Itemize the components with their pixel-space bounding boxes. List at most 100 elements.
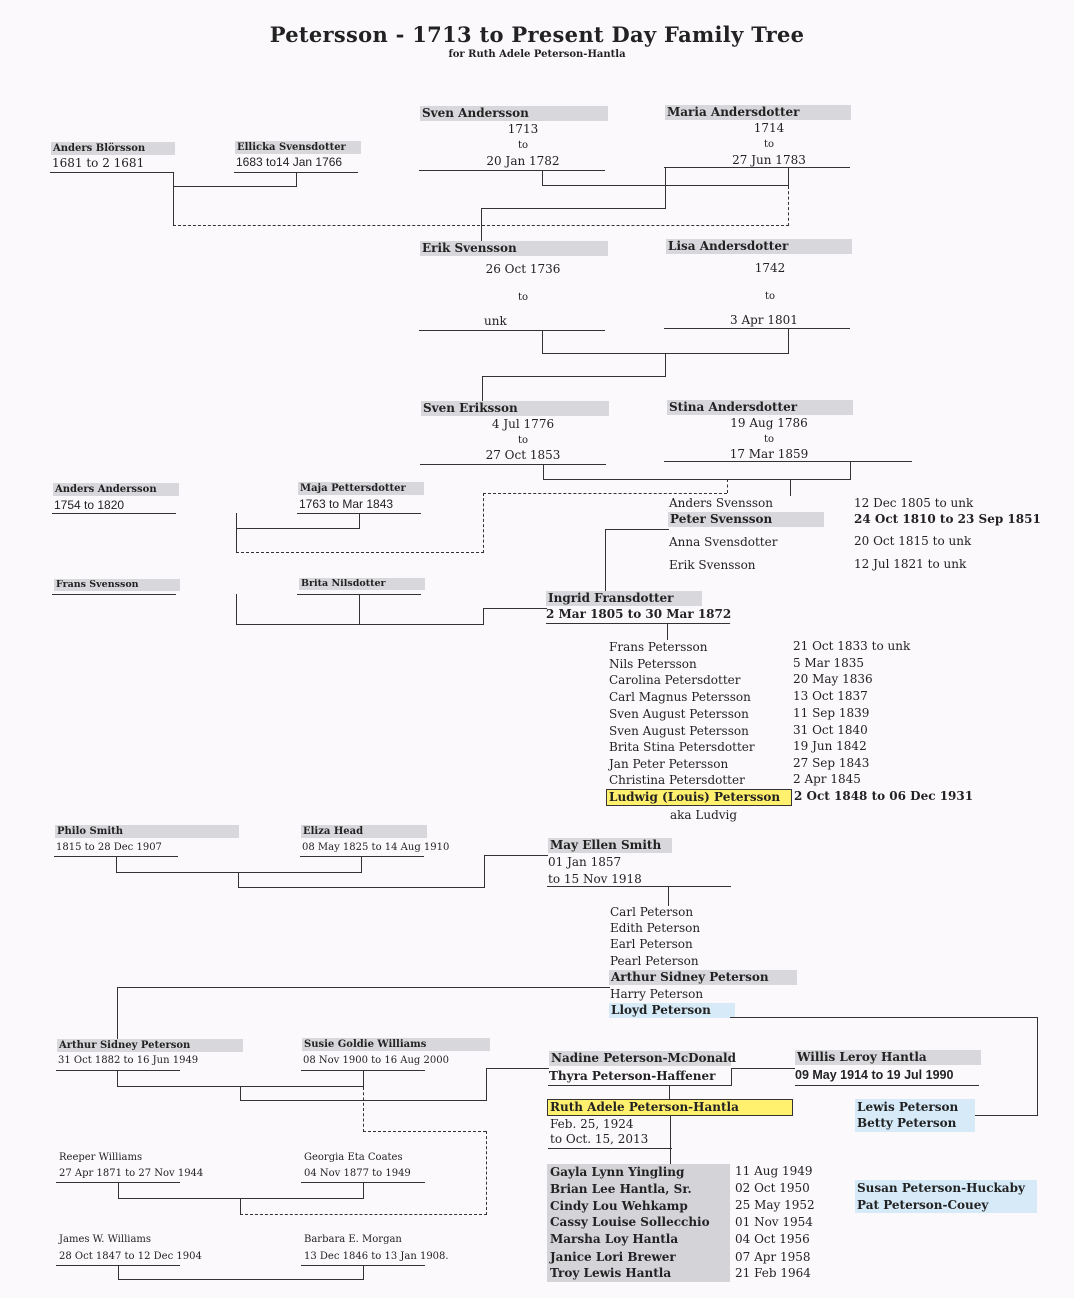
person-susie-name: Susie Goldie Williams: [302, 1038, 490, 1051]
connector-line: [240, 1198, 242, 1215]
person-philo-name: Philo Smith: [55, 825, 239, 838]
child-name: Christina Petersdotter: [609, 773, 745, 787]
child-name: Gayla Lynn Yingling: [550, 1165, 685, 1179]
person-anders-blorsson-name: Anders Blörsson: [51, 142, 175, 155]
connector-line: [361, 856, 363, 873]
child-name: Brita Stina Petersdotter: [609, 740, 755, 754]
child-name: Sven August Petersson: [609, 724, 749, 738]
connector-line: [788, 328, 790, 354]
child-name-highlighted: Arthur Sidney Peterson: [609, 970, 797, 985]
child-dates: 21 Feb 1964: [735, 1266, 811, 1280]
connector-line: [548, 1148, 672, 1150]
child-dates: 19 Jun 1842: [793, 739, 867, 753]
child-dates: 01 Nov 1954: [735, 1215, 813, 1229]
connector-line: [481, 208, 666, 210]
child-name: Carl Magnus Petersson: [609, 690, 751, 704]
connector-line: [731, 1068, 795, 1070]
child-dates: 21 Oct 1833 to unk: [793, 639, 911, 653]
person-eliza-name: Eliza Head: [301, 825, 427, 838]
child-name: Carolina Petersdotter: [609, 673, 741, 687]
child-name: Edith Peterson: [610, 921, 701, 935]
connector-line: [50, 172, 174, 174]
connector-line: [664, 461, 912, 463]
connector-line: [542, 170, 544, 186]
person-sven-andersson-died: 20 Jan 1782: [486, 154, 560, 168]
person-frans-svensson-name: Frans Svensson: [54, 579, 180, 591]
connector-line: [788, 167, 790, 186]
child-name: Erik Svensson: [669, 558, 756, 572]
highlight-block: [855, 1099, 975, 1132]
person-may-ellen-name: May Ellen Smith: [548, 838, 672, 853]
connector-line: [484, 855, 486, 888]
child-dates: 5 Mar 1835: [793, 656, 864, 670]
person-maria-born: 1714: [753, 121, 785, 135]
person-stina-born: 19 Aug 1786: [730, 416, 808, 430]
person-ingrid-name: Ingrid Fransdotter: [546, 591, 702, 606]
connector-line: [118, 1279, 364, 1281]
page-subtitle: for Ruth Adele Peterson-Hantla: [448, 49, 626, 60]
person-lisa-to: to: [764, 291, 776, 302]
child-name: Janice Lori Brewer: [550, 1250, 676, 1264]
connector-line: [975, 1115, 1038, 1117]
person-georgia-name: Georgia Eta Coates: [304, 1152, 403, 1163]
person-eliza-dates: 08 May 1825 to 14 Aug 1910: [302, 842, 450, 853]
connector-line: [363, 1265, 365, 1280]
connector-line: [795, 1085, 979, 1087]
connector-line: [605, 529, 607, 593]
dashed-connector: [483, 493, 484, 553]
person-may-ellen-died: to 15 Nov 1918: [548, 872, 642, 886]
person-sven-andersson-to: to: [517, 140, 529, 151]
person-maria-died: 27 Jun 1783: [732, 153, 806, 167]
person-maja-dates: 1763 to Mar 1843: [299, 497, 394, 511]
person-erik-svensson-name: Erik Svensson: [420, 241, 608, 256]
person-lisa-born: 1742: [754, 261, 786, 275]
connector-line: [481, 208, 483, 242]
child-dates: 11 Aug 1949: [735, 1164, 813, 1178]
grandchild-susan: Susan Peterson-Huckaby: [857, 1181, 1025, 1195]
connector-line: [359, 513, 361, 529]
connector-line: [117, 987, 119, 1039]
person-willis-name: Willis Leroy Hantla: [795, 1050, 981, 1065]
dashed-connector: [363, 1087, 364, 1132]
connector-line: [118, 1182, 120, 1199]
person-ruth-name: Ruth Adele Peterson-Hantla: [547, 1099, 793, 1116]
child-name: Cindy Lou Wehkamp: [550, 1199, 688, 1213]
child-name-lloyd: Lloyd Peterson: [609, 1003, 735, 1018]
person-may-ellen-born: 01 Jan 1857: [548, 855, 622, 869]
dashed-connector: [727, 479, 728, 493]
child-name: Pearl Peterson: [610, 954, 699, 968]
connector-line: [52, 594, 176, 596]
child-dates: 12 Jul 1821 to unk: [854, 557, 967, 571]
connector-line: [543, 464, 545, 480]
connector-line: [605, 529, 669, 531]
connector-line: [664, 328, 850, 330]
person-sven-eriksson-born: 4 Jul 1776: [491, 417, 555, 431]
person-ruth-born: Feb. 25, 1924: [550, 1117, 634, 1131]
child-dates: 31 Oct 1840: [793, 723, 868, 737]
person-erik-svensson-died: unk: [484, 314, 507, 328]
connector-line: [236, 528, 360, 530]
grandchild-pat: Pat Peterson-Couey: [857, 1198, 989, 1212]
connector-line: [236, 513, 238, 553]
connector-line: [730, 1017, 1038, 1019]
connector-line: [173, 172, 175, 226]
person-james-name: James W. Williams: [59, 1234, 152, 1245]
person-stina-name: Stina Andersdotter: [667, 400, 853, 415]
connector-line: [542, 185, 788, 187]
person-maja-name: Maja Pettersdotter: [298, 482, 424, 495]
connector-line: [482, 376, 484, 401]
connector-line: [486, 1068, 549, 1070]
connector-line: [420, 464, 606, 466]
child-name: Nils Petersson: [609, 657, 697, 671]
child-name: Frans Petersson: [609, 640, 708, 654]
person-sven-eriksson-name: Sven Eriksson: [421, 401, 609, 416]
child-dates: 02 Oct 1950: [735, 1181, 810, 1195]
child-name: Troy Lewis Hantla: [550, 1266, 672, 1280]
connector-line: [790, 479, 792, 496]
connector-line: [667, 623, 669, 640]
connector-line: [484, 855, 548, 857]
child-lewis: Lewis Peterson: [857, 1100, 959, 1114]
child-dates: 04 Oct 1956: [735, 1232, 810, 1246]
person-stina-died: 17 Mar 1859: [729, 447, 809, 461]
